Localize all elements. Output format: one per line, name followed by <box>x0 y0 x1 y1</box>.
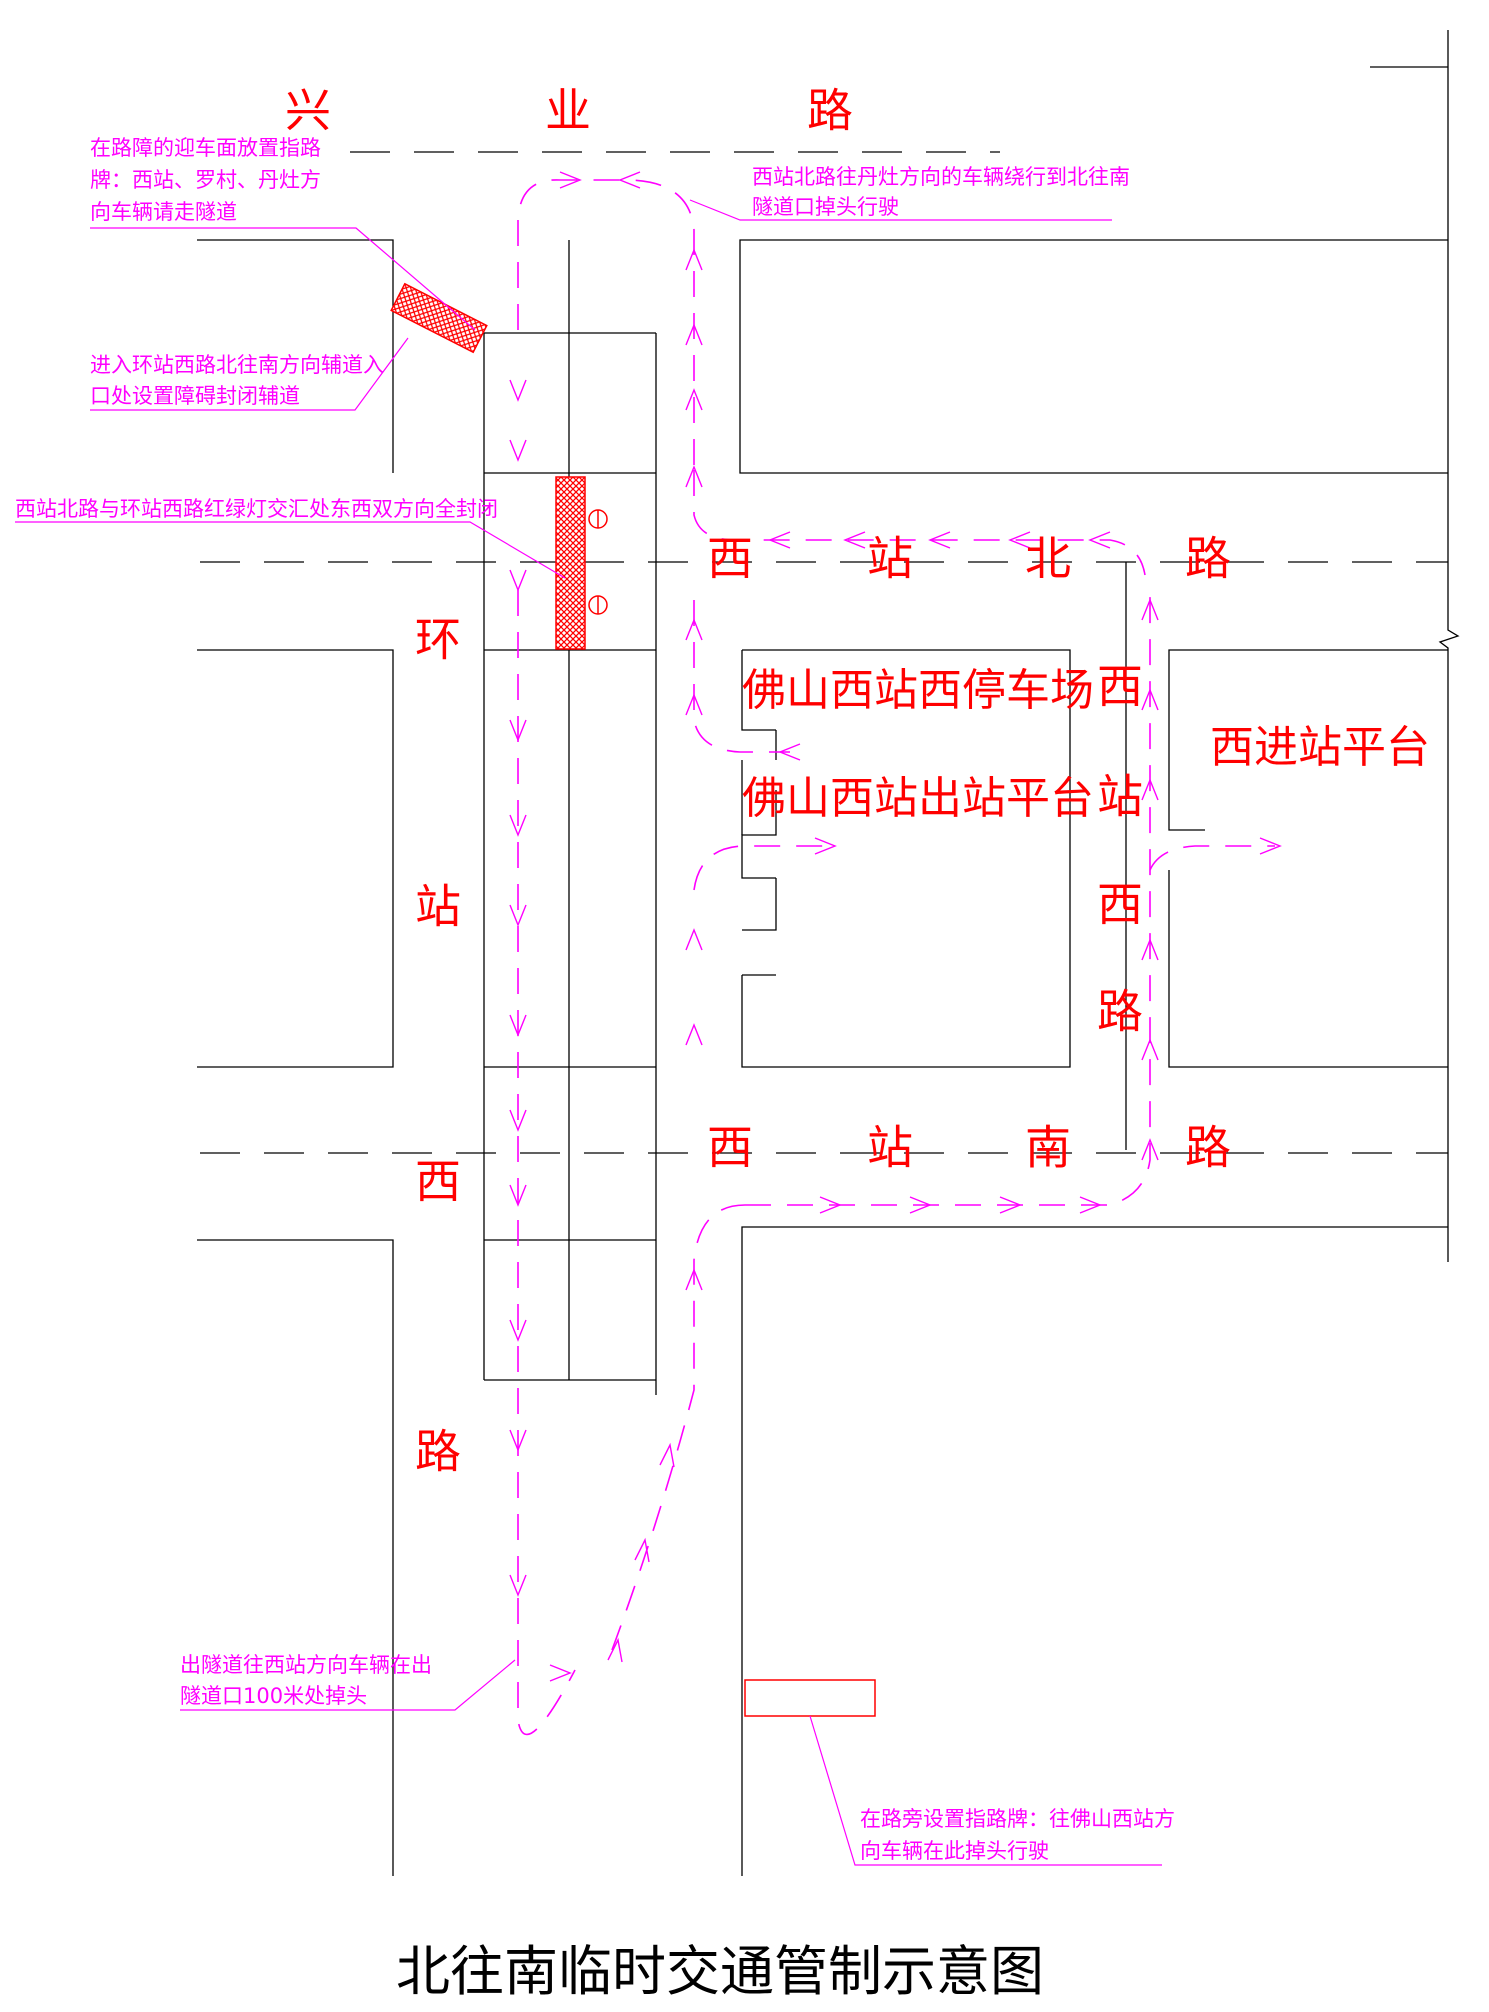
svg-text:环: 环 <box>415 613 461 667</box>
svg-text:路: 路 <box>1185 1121 1231 1175</box>
road-label-xingye: 兴 业 路 <box>285 84 853 138</box>
area-label-parking: 佛山西站西停车场 <box>742 665 1094 716</box>
road-label-xizhanxi: 西 站 西 路 <box>1097 660 1143 1039</box>
svg-text:向车辆在此掉头行驶: 向车辆在此掉头行驶 <box>860 1839 1049 1863</box>
svg-text:站: 站 <box>1097 770 1143 824</box>
svg-text:站: 站 <box>867 1121 913 1175</box>
svg-text:站: 站 <box>867 532 913 586</box>
svg-text:牌：西站、罗村、丹灶方: 牌：西站、罗村、丹灶方 <box>90 168 321 192</box>
svg-text:西站北路往丹灶方向的车辆绕行到北往南: 西站北路往丹灶方向的车辆绕行到北往南 <box>752 165 1130 189</box>
road-label-zhannan: 西 站 南 路 <box>707 1121 1231 1175</box>
svg-text:出隧道往西站方向车辆在出: 出隧道往西站方向车辆在出 <box>180 1653 432 1677</box>
note-uturn-tunnel: 出隧道往西站方向车辆在出 隧道口100米处掉头 <box>180 1653 432 1708</box>
roadside-sign-marker <box>744 1679 876 1717</box>
traffic-light-icon <box>588 509 608 615</box>
svg-text:西: 西 <box>1097 660 1143 714</box>
svg-text:路: 路 <box>1097 985 1143 1039</box>
area-label-exit-platform: 佛山西站出站平台 <box>742 773 1094 824</box>
svg-text:西站北路与环站西路红绿灯交汇处东西双方向全封闭: 西站北路与环站西路红绿灯交汇处东西双方向全封闭 <box>15 497 498 521</box>
svg-text:兴: 兴 <box>285 84 331 138</box>
note-aux-road-barrier: 进入环站西路北往南方向辅道入 口处设置障碍封闭辅道 <box>90 353 384 408</box>
svg-text:进入环站西路北往南方向辅道入: 进入环站西路北往南方向辅道入 <box>90 353 384 377</box>
road-label-zhanbei: 西 站 北 路 <box>707 532 1231 586</box>
route-arrows <box>509 171 1282 1682</box>
svg-text:在路旁设置指路牌：往佛山西站方: 在路旁设置指路牌：往佛山西站方 <box>860 1807 1175 1831</box>
road-network <box>197 30 1460 1876</box>
detour-routes <box>517 179 1275 1736</box>
note-sign-on-barrier: 在路障的迎车面放置指路 牌：西站、罗村、丹灶方 向车辆请走隧道 <box>90 136 321 224</box>
diagram-title: 北往南临时交通管制示意图 <box>396 1940 1044 2003</box>
road-label-huanzhanxi: 环 站 西 路 <box>415 613 461 1479</box>
svg-text:西: 西 <box>1097 878 1143 932</box>
note-roadside-sign: 在路旁设置指路牌：往佛山西站方 向车辆在此掉头行驶 <box>860 1807 1175 1863</box>
note-uturn-north: 西站北路往丹灶方向的车辆绕行到北往南 隧道口掉头行驶 <box>752 165 1130 219</box>
svg-text:隧道口100米处掉头: 隧道口100米处掉头 <box>180 1684 367 1708</box>
svg-text:路: 路 <box>415 1425 461 1479</box>
svg-text:路: 路 <box>1185 532 1231 586</box>
svg-text:隧道口掉头行驶: 隧道口掉头行驶 <box>752 195 899 219</box>
area-label-entry-platform: 西进站平台 <box>1210 722 1430 773</box>
svg-text:南: 南 <box>1025 1121 1071 1175</box>
svg-text:向车辆请走隧道: 向车辆请走隧道 <box>90 200 237 224</box>
road-centerlines <box>200 151 1448 1154</box>
svg-text:西: 西 <box>707 532 753 586</box>
svg-text:西: 西 <box>707 1121 753 1175</box>
note-leaders <box>15 199 1162 1866</box>
barrier-intersection <box>555 476 586 650</box>
svg-text:北: 北 <box>1025 532 1071 586</box>
svg-text:业: 业 <box>545 84 591 138</box>
svg-text:在路障的迎车面放置指路: 在路障的迎车面放置指路 <box>90 136 321 160</box>
svg-text:路: 路 <box>807 84 853 138</box>
svg-text:站: 站 <box>415 880 461 934</box>
note-intersection-closed: 西站北路与环站西路红绿灯交汇处东西双方向全封闭 <box>15 497 498 521</box>
svg-text:口处设置障碍封闭辅道: 口处设置障碍封闭辅道 <box>90 384 300 408</box>
svg-text:西: 西 <box>415 1155 461 1209</box>
